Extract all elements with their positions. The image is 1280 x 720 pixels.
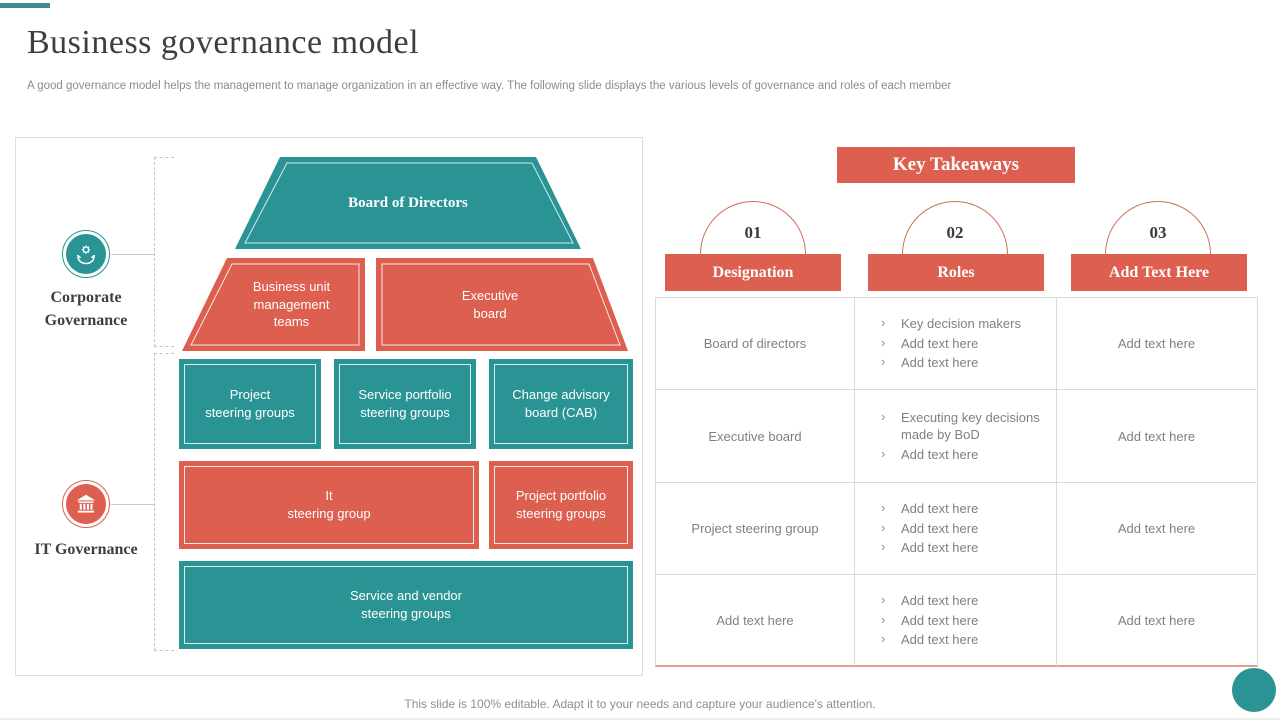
corporate-governance-label: Corporate Governance (44, 289, 128, 330)
role-item: Add text here (881, 611, 978, 630)
page-title: Business governance model (27, 24, 420, 61)
takeaway-number: 02 (946, 223, 964, 242)
takeaway-arc-01: 01 (700, 201, 806, 255)
project-portfolio-shape: Project portfolio steering groups (489, 461, 633, 549)
role-item: Add text here (881, 334, 1021, 353)
takeaways-table: Board of directors Key decision makers A… (655, 297, 1258, 667)
takeaway-number: 03 (1149, 223, 1167, 242)
table-cell-designation: Executive board (656, 390, 855, 483)
it-connector-line (111, 504, 154, 505)
table-cell-designation: Board of directors (656, 298, 855, 390)
board-of-directors-shape: Board of Directors (235, 157, 581, 249)
bank-icon (62, 480, 110, 528)
project-steering-label: Project steering groups (205, 387, 295, 420)
takeaway-arc-02: 02 (902, 201, 1008, 255)
role-item: Add text here (881, 519, 978, 538)
project-steering-shape: Project steering groups (179, 359, 321, 449)
bottom-divider (0, 718, 1280, 720)
table-cell-roles: Add text here Add text here Add text her… (855, 575, 1057, 666)
corporate-governance-bracket (154, 157, 174, 347)
role-item: Add text here (881, 353, 1021, 372)
table-cell-extra: Add text here (1057, 483, 1256, 575)
table-cell-roles: Executing key decisions made by BoD Add … (855, 390, 1057, 483)
corporate-connector-line (111, 254, 154, 255)
key-takeaways-banner: Key Takeaways (837, 147, 1075, 183)
board-of-directors-label: Board of Directors (348, 194, 468, 211)
table-cell-extra: Add text here (1057, 298, 1256, 390)
takeaway-arc-03: 03 (1105, 201, 1211, 255)
accent-dash (0, 3, 50, 8)
role-item: Key decision makers (881, 314, 1021, 333)
table-cell-roles: Key decision makers Add text here Add te… (855, 298, 1057, 390)
service-vendor-shape: Service and vendor steering groups (179, 561, 633, 649)
role-item: Add text here (881, 630, 978, 649)
table-cell-extra: Add text here (1057, 390, 1256, 483)
governance-diagram-panel: Corporate Governance IT Governance (15, 137, 643, 676)
table-cell-roles: Add text here Add text here Add text her… (855, 483, 1057, 575)
executive-board-shape: Executive board (376, 258, 628, 351)
executive-board-label: Executive board (461, 287, 519, 321)
table-cell-designation: Add text here (656, 575, 855, 666)
role-item: Executing key decisions made by BoD (881, 408, 1046, 444)
editable-note: This slide is 100% editable. Adapt it to… (404, 697, 876, 711)
service-portfolio-shape: Service portfolio steering groups (334, 359, 476, 449)
table-cell-designation: Project steering group (656, 483, 855, 575)
column-header-designation: Designation (665, 254, 841, 291)
hands-gear-icon (62, 230, 110, 278)
service-portfolio-label: Service portfolio steering groups (358, 387, 452, 420)
cab-label: Change advisory board (CAB) (512, 387, 610, 420)
role-item: Add text here (881, 538, 978, 557)
column-header-add-text: Add Text Here (1071, 254, 1247, 291)
page-subtitle: A good governance model helps the manage… (27, 80, 952, 92)
it-governance-label: IT Governance (34, 541, 138, 558)
it-governance-bracket (154, 353, 174, 651)
business-unit-shape: Business unit management teams (182, 258, 365, 351)
service-vendor-label: Service and vendor steering groups (349, 588, 462, 621)
project-portfolio-label: Project portfolio steering groups (515, 488, 607, 521)
business-unit-label: Business unit management teams (252, 279, 331, 330)
role-item: Add text here (881, 591, 978, 610)
takeaway-number: 01 (744, 223, 762, 242)
it-steering-label: It steering group (287, 488, 371, 521)
table-cell-extra: Add text here (1117, 613, 1196, 628)
role-item: Add text here (881, 445, 1046, 464)
cab-shape: Change advisory board (CAB) (489, 359, 633, 449)
column-header-roles: Roles (868, 254, 1044, 291)
role-item: Add text here (881, 499, 978, 518)
corner-dot (1232, 668, 1276, 712)
it-steering-shape: It steering group (179, 461, 479, 549)
